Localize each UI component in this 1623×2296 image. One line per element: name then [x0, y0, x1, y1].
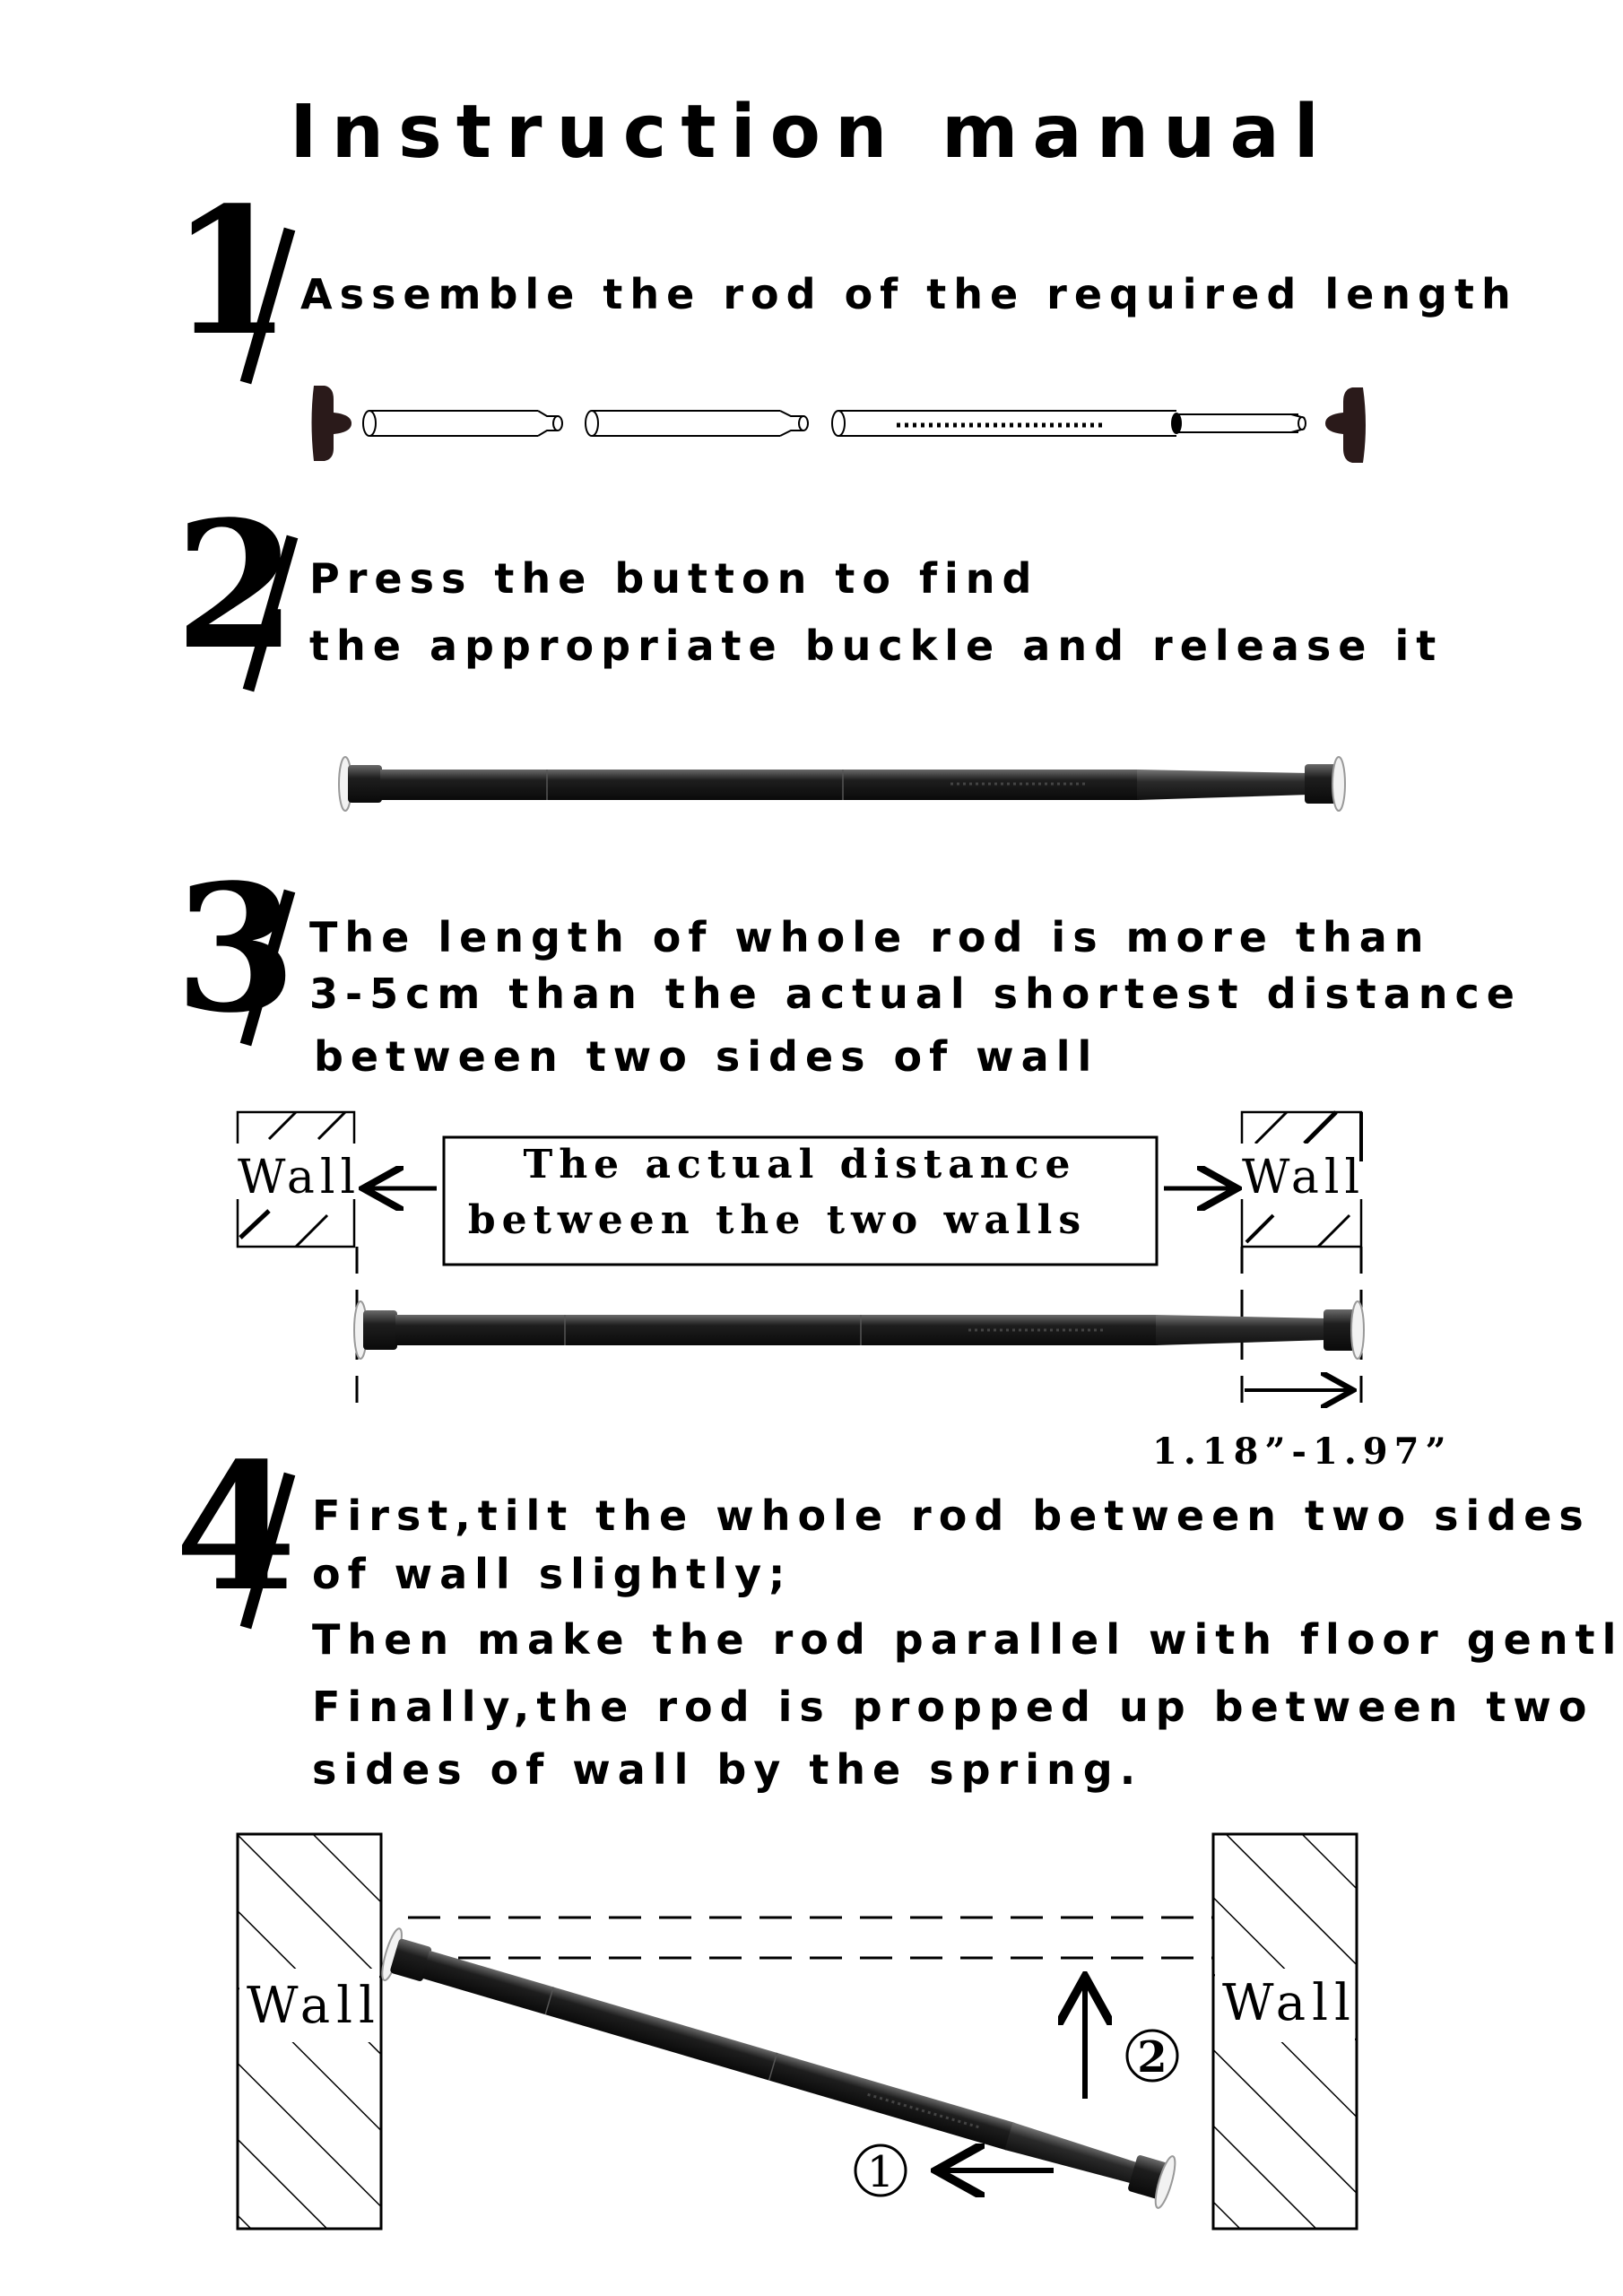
rod-segment-1-icon [362, 410, 563, 437]
marker-1-circle [854, 2144, 907, 2197]
wall-left-4 [236, 1832, 383, 2231]
step-3-line-1: The length of whole rod is more than [309, 913, 1431, 961]
step-2-line-2: the appropriate buckle and release it [309, 622, 1444, 670]
marker-1: 1 [867, 2147, 895, 2197]
rod-parts-diagram [311, 386, 1366, 463]
distance-box [442, 1135, 1159, 1266]
extra-length-label: 1.18”-1.97” [1152, 1431, 1452, 1473]
end-cap-left-icon [311, 386, 352, 461]
distance-box-line-1: The actual distance [523, 1142, 1076, 1187]
rod-3 [353, 1300, 1365, 1360]
wall-label-left-3: Wall [238, 1151, 360, 1205]
page-title: Instruction manual [290, 90, 1333, 175]
rod-segment-2-icon [585, 410, 809, 437]
step-4-line-1: First,tilt the whole rod between two sid… [312, 1492, 1591, 1540]
wall-right-3 [1236, 1110, 1368, 1248]
rod-tilted-4 [381, 1927, 1176, 2209]
step-4-line-5: sides of wall by the spring. [312, 1745, 1143, 1794]
distance-diagram: Wall Wall The actual distance between th… [231, 1110, 1452, 1473]
installation-diagram: Wall Wall [236, 1832, 1358, 2231]
step-4-line-3: Then make the rod parallel with floor ge… [312, 1615, 1623, 1664]
distance-box-line-2: between the two walls [468, 1197, 1087, 1243]
step-3-line-3: between two sides of wall [314, 1032, 1099, 1081]
wall-label-left-4: Wall [247, 1977, 381, 2035]
end-cap-right-icon [1325, 387, 1366, 463]
step-2-line-1: Press the button to find [309, 554, 1039, 603]
rod-segment-4-icon [1176, 413, 1306, 433]
step-4-line-2: of wall slightly; [312, 1550, 793, 1598]
step-1-text: Assemble the rod of the required length [300, 270, 1518, 318]
step-3-line-2: 3-5cm than the actual shortest distance [309, 970, 1522, 1018]
marker-2-circle [1125, 2029, 1179, 2083]
rod-segment-3-icon [831, 410, 1182, 437]
assembled-rod-diagram [338, 756, 1346, 812]
wall-label-right-3: Wall [1242, 1151, 1365, 1205]
wall-right-4 [1211, 1832, 1358, 2231]
step-4-line-4: Finally,the rod is propped up between tw… [312, 1683, 1594, 1731]
wall-left-3 [231, 1110, 364, 1248]
wall-label-right-4: Wall [1222, 1974, 1357, 2032]
marker-2: 2 [1137, 2032, 1167, 2083]
